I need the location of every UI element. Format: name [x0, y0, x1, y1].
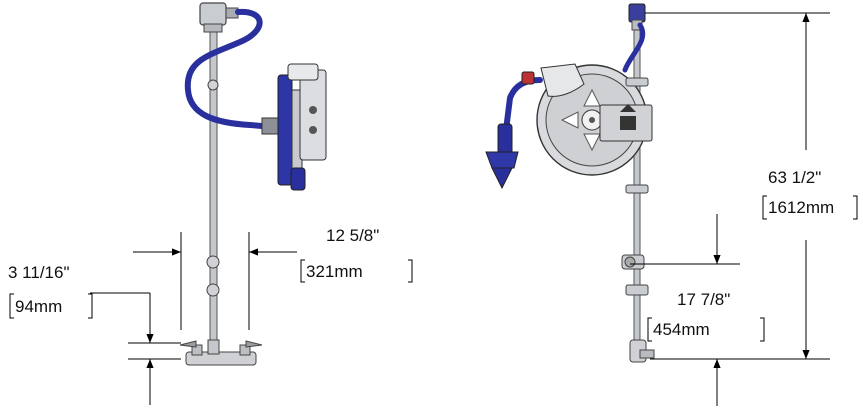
total-height-metric-bracket	[762, 195, 858, 220]
width-metric-label: 321mm	[306, 262, 363, 281]
height-dimension-left	[90, 292, 181, 405]
riser-coupling	[206, 255, 220, 269]
faucet-body	[179, 339, 263, 366]
lower-height-metric-label: 454mm	[653, 320, 710, 339]
height-left-metric-bracket	[9, 293, 93, 319]
mid-shutoff-valve	[621, 254, 649, 296]
bottom-faucet	[629, 339, 655, 363]
riser-pipe	[209, 17, 218, 349]
lower-height-dimension	[630, 214, 740, 406]
hose	[622, 22, 646, 73]
lower-height-imperial-label: 17 7/8"	[677, 290, 730, 309]
total-height-dimension	[645, 12, 830, 360]
total-height-metric-label: 1612mm	[768, 198, 834, 217]
lower-height-metric-bracket	[647, 317, 765, 342]
total-height-imperial-label: 63 1/2"	[768, 168, 821, 187]
width-dimension	[133, 232, 297, 330]
top-valve	[199, 2, 239, 33]
riser-coupling	[206, 283, 220, 297]
front-view-assembly	[179, 2, 327, 366]
height-left-imperial-label: 3 11/16"	[8, 263, 70, 282]
side-valve	[625, 77, 649, 194]
height-left-metric-label: 94mm	[15, 297, 62, 316]
hose	[184, 8, 265, 129]
hose	[503, 77, 543, 133]
width-imperial-label: 12 5/8"	[326, 226, 379, 245]
width-metric-bracket	[300, 259, 413, 283]
spray-valve	[485, 71, 535, 190]
riser-coupling	[207, 79, 219, 91]
hose-reel-side	[261, 63, 327, 191]
side-view-assembly	[485, 3, 655, 363]
hose-reel-front	[536, 63, 653, 176]
